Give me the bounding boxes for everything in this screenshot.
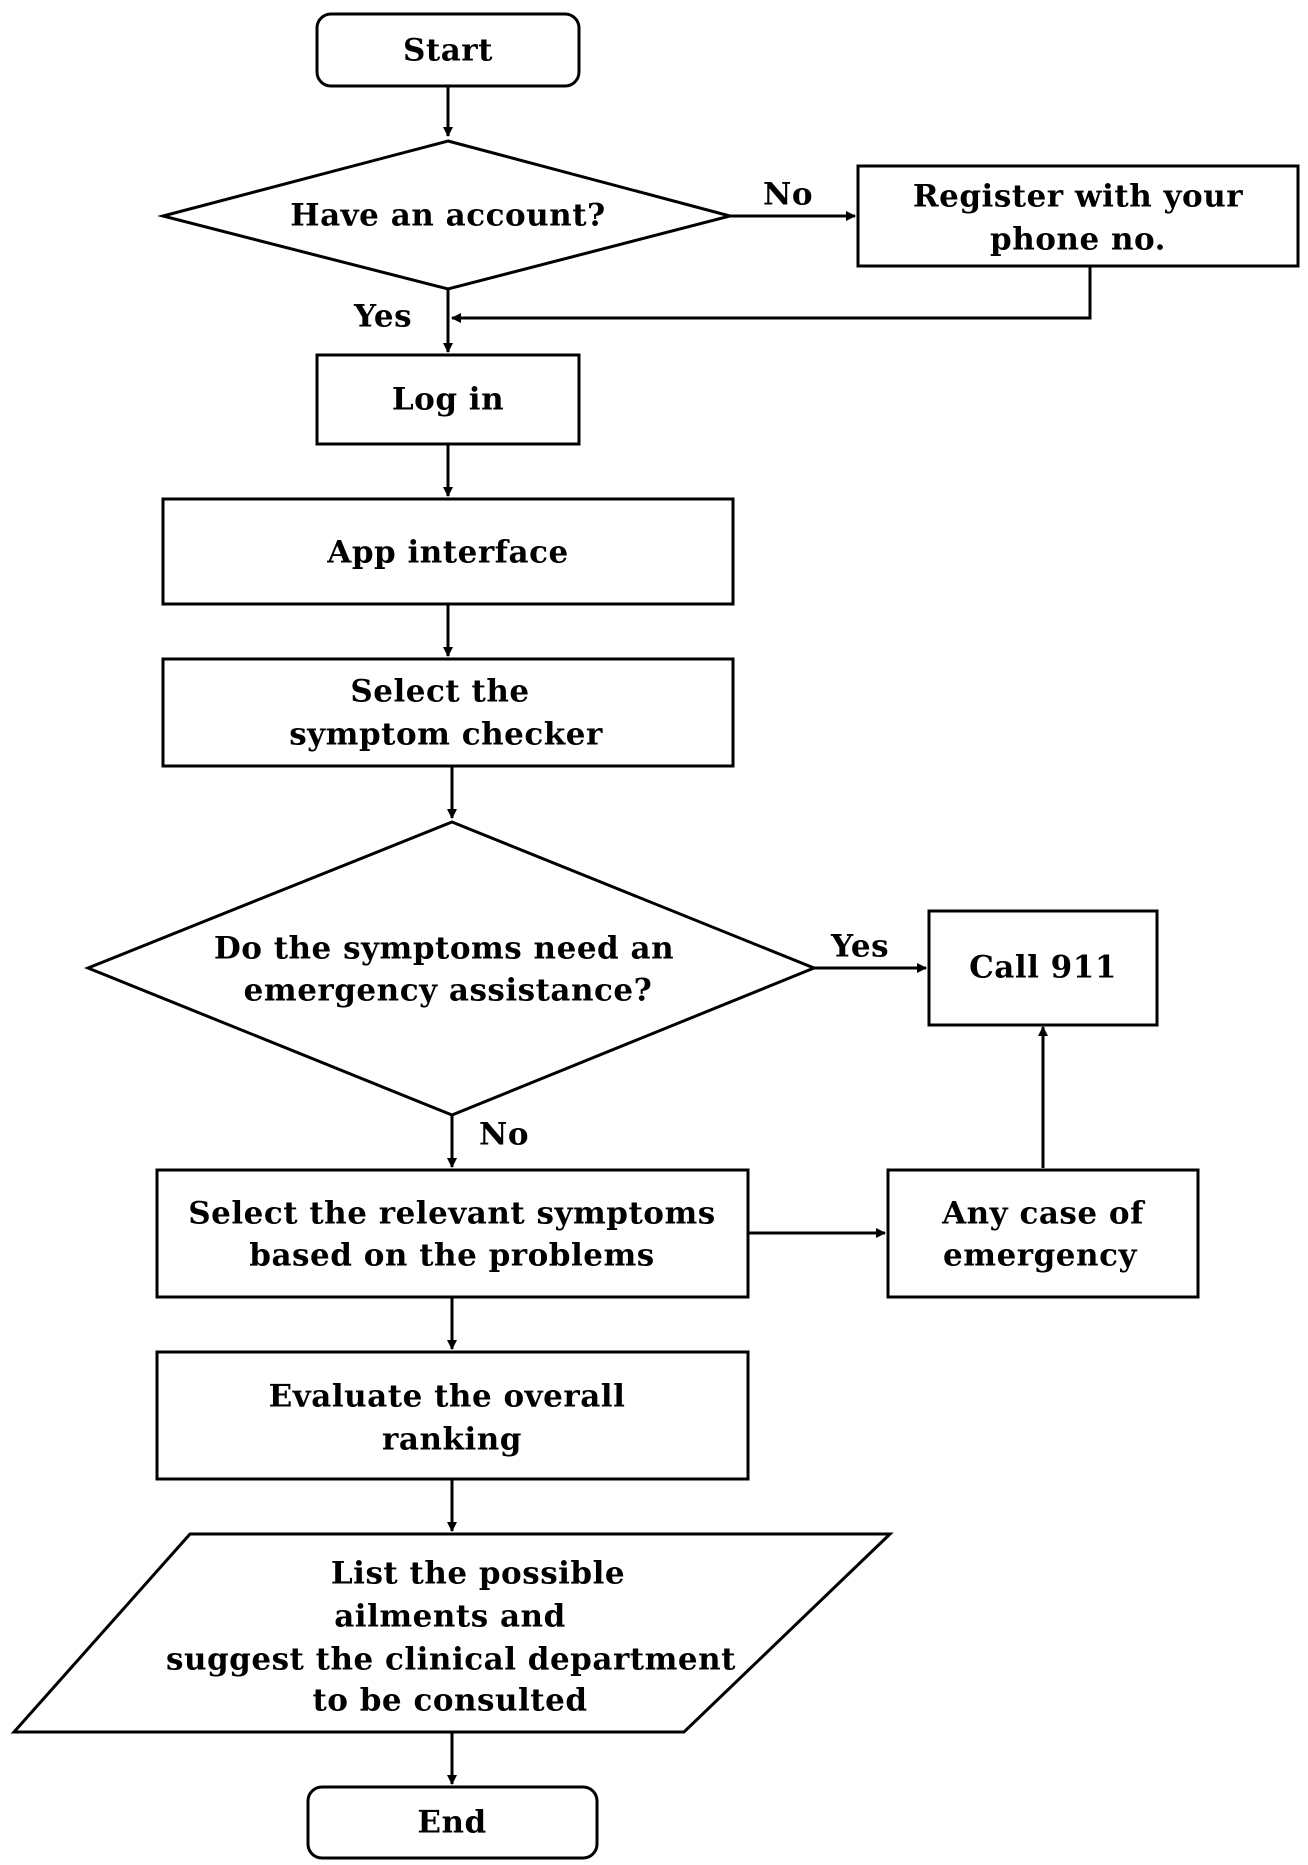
emergency-decision-label-line-2: emergency assistance? — [244, 973, 653, 1009]
start-terminator: Start — [315, 12, 581, 88]
select-symptoms-process: Select the relevant symptoms based on th… — [155, 1168, 750, 1299]
emergency-decision-label-line-1: Do the symptoms need an — [214, 931, 674, 967]
edge-label-account-yes: Yes — [353, 299, 412, 335]
select-symptoms-label-line-1: Select the relevant symptoms — [188, 1196, 715, 1232]
edge-label-account-no: No — [763, 177, 813, 213]
start-label: Start — [403, 33, 493, 69]
select-checker-process: Select the symptom checker — [161, 657, 735, 768]
list-ailments-label-line-3: suggest the clinical department — [166, 1642, 736, 1678]
register-process: Register with your phone no. — [856, 164, 1300, 268]
edge-label-emergency-yes: Yes — [830, 929, 889, 965]
select-checker-label-line-1: Select the — [350, 674, 529, 710]
evaluate-label-line-1: Evaluate the overall — [269, 1379, 626, 1415]
have-account-label: Have an account? — [290, 198, 605, 234]
any-emergency-label-line-2: emergency — [943, 1238, 1137, 1274]
select-checker-label-line-2: symptom checker — [289, 717, 603, 753]
have-account-decision: Have an account? — [157, 139, 736, 291]
register-label-line-1: Register with your — [913, 179, 1243, 215]
evaluate-label-line-2: ranking — [382, 1422, 522, 1458]
app-interface-label: App interface — [326, 535, 568, 571]
app-interface-process: App interface — [161, 497, 735, 606]
list-ailments-output: List the possible ailments and suggest t… — [10, 1532, 894, 1734]
select-symptoms-label-line-2: based on the problems — [249, 1238, 654, 1274]
emergency-decision: Do the symptoms need an emergency assist… — [83, 820, 818, 1117]
call-911-label: Call 911 — [969, 950, 1117, 986]
call-911-process: Call 911 — [927, 909, 1159, 1027]
edge-register-to-merge — [451, 266, 1092, 323]
login-label: Log in — [392, 382, 504, 418]
edge-label-emergency-no: No — [479, 1117, 529, 1153]
any-emergency-label-line-1: Any case of — [941, 1196, 1145, 1232]
list-ailments-label-line-4: to be consulted — [312, 1683, 587, 1719]
end-label: End — [417, 1805, 486, 1841]
login-process: Log in — [315, 353, 581, 446]
list-ailments-label-line-2: ailments and — [334, 1599, 566, 1635]
register-label-line-2: phone no. — [990, 222, 1166, 258]
any-emergency-process: Any case of emergency — [886, 1168, 1200, 1299]
evaluate-process: Evaluate the overall ranking — [155, 1350, 750, 1481]
end-terminator: End — [306, 1785, 599, 1860]
list-ailments-label-line-1: List the possible — [331, 1556, 625, 1592]
